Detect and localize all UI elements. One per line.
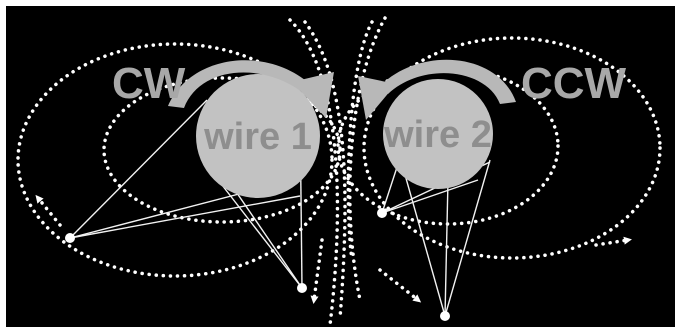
wire-2: wire 2 <box>383 79 493 189</box>
wire-1-outer-field-loop <box>16 42 334 278</box>
field-point <box>440 311 450 321</box>
construction-lines <box>69 99 491 317</box>
cw-label: CW <box>112 59 186 108</box>
wire-2-field-arrow-right <box>594 236 632 247</box>
construction-line <box>221 184 303 289</box>
center-field-lines <box>288 16 387 327</box>
field-points <box>65 208 450 321</box>
center-field-line-1 <box>288 18 340 327</box>
wire-1-field-arrow-lower <box>310 238 324 304</box>
field-point <box>65 233 75 243</box>
center-field-line-4 <box>346 20 374 262</box>
wire-2-field-arrow-lower <box>378 268 422 303</box>
center-field-line-2 <box>303 20 347 320</box>
construction-line <box>381 179 479 214</box>
wire-1-field-lines <box>16 42 342 304</box>
construction-line <box>69 195 301 239</box>
wire-1-label: wire 1 <box>203 116 312 158</box>
construction-line <box>444 159 491 317</box>
cw-arrow-head <box>292 72 334 118</box>
wire-2-outer-field-loop <box>362 36 662 260</box>
field-point <box>297 283 307 293</box>
cw-arrow-body <box>168 60 310 108</box>
ccw-arrow-body <box>380 59 516 104</box>
ccw-rotation-arrow <box>358 59 516 120</box>
wire-1: wire 1 <box>196 74 320 198</box>
ccw-arrow-head <box>358 76 396 120</box>
wire-2-label: wire 2 <box>383 114 492 156</box>
wire-1-inner-field-loop <box>102 76 342 224</box>
wire-1-cross-section <box>196 74 320 198</box>
center-field-line-3 <box>348 16 387 302</box>
ccw-label: CCW <box>521 59 627 108</box>
wire-1-field-arrow-left <box>35 194 62 227</box>
wire-2-cross-section <box>383 79 493 189</box>
cw-rotation-arrow <box>168 60 334 118</box>
construction-line <box>69 99 208 239</box>
construction-line <box>444 179 449 317</box>
field-point <box>377 208 387 218</box>
